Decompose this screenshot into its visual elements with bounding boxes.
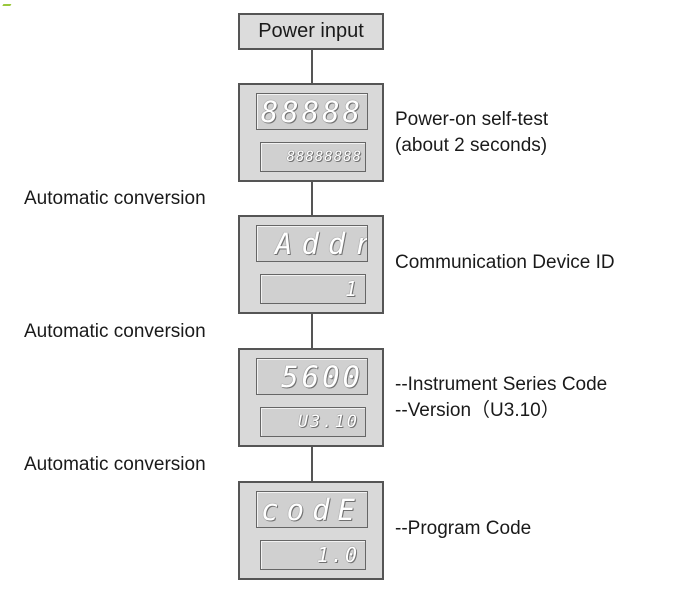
program-code-description: --Program Code (395, 516, 531, 542)
top-led-display: 88888 (256, 93, 368, 130)
connector-line-3 (311, 314, 313, 348)
top-led-display: 5600 (256, 358, 368, 395)
description-line: --Version（U3.10） (395, 400, 560, 421)
self-test-description: Power-on self-test (about 2 seconds) (395, 107, 548, 159)
top-led-display: codE (256, 491, 368, 528)
description-line: Power-on self-test (395, 109, 549, 130)
description-line: Communication Device ID (395, 252, 615, 273)
description-line: --Program Code (395, 518, 532, 539)
bottom-led-display: 1.0 (260, 540, 366, 570)
panel-program-code: codE 1.0 (238, 481, 384, 580)
description-line: --Instrument Series Code (395, 374, 608, 395)
panel-series-version: 5600 U3.10 (238, 348, 384, 447)
bottom-led-display: 1 (260, 274, 366, 304)
top-led-display: Addr (256, 225, 368, 262)
panel-device-id: Addr 1 (238, 215, 384, 314)
connector-line-4 (311, 447, 313, 481)
decorative-tick-mark (2, 0, 14, 6)
power-input-label: Power input (258, 20, 364, 42)
automatic-conversion-label-2: Automatic conversion (24, 321, 206, 342)
device-id-description: Communication Device ID (395, 250, 615, 276)
bottom-led-display: 88888888 (260, 142, 366, 172)
bottom-led-display: U3.10 (260, 407, 366, 437)
description-line: (about 2 seconds) (395, 135, 548, 156)
automatic-conversion-label-3: Automatic conversion (24, 454, 206, 475)
connector-line-2 (311, 182, 313, 215)
power-input-box: Power input (238, 13, 384, 50)
panel-self-test: 88888 88888888 (238, 83, 384, 182)
series-version-description: --Instrument Series Code --Version（U3.10… (395, 372, 607, 424)
connector-line-1 (311, 50, 313, 83)
automatic-conversion-label-1: Automatic conversion (24, 188, 206, 209)
